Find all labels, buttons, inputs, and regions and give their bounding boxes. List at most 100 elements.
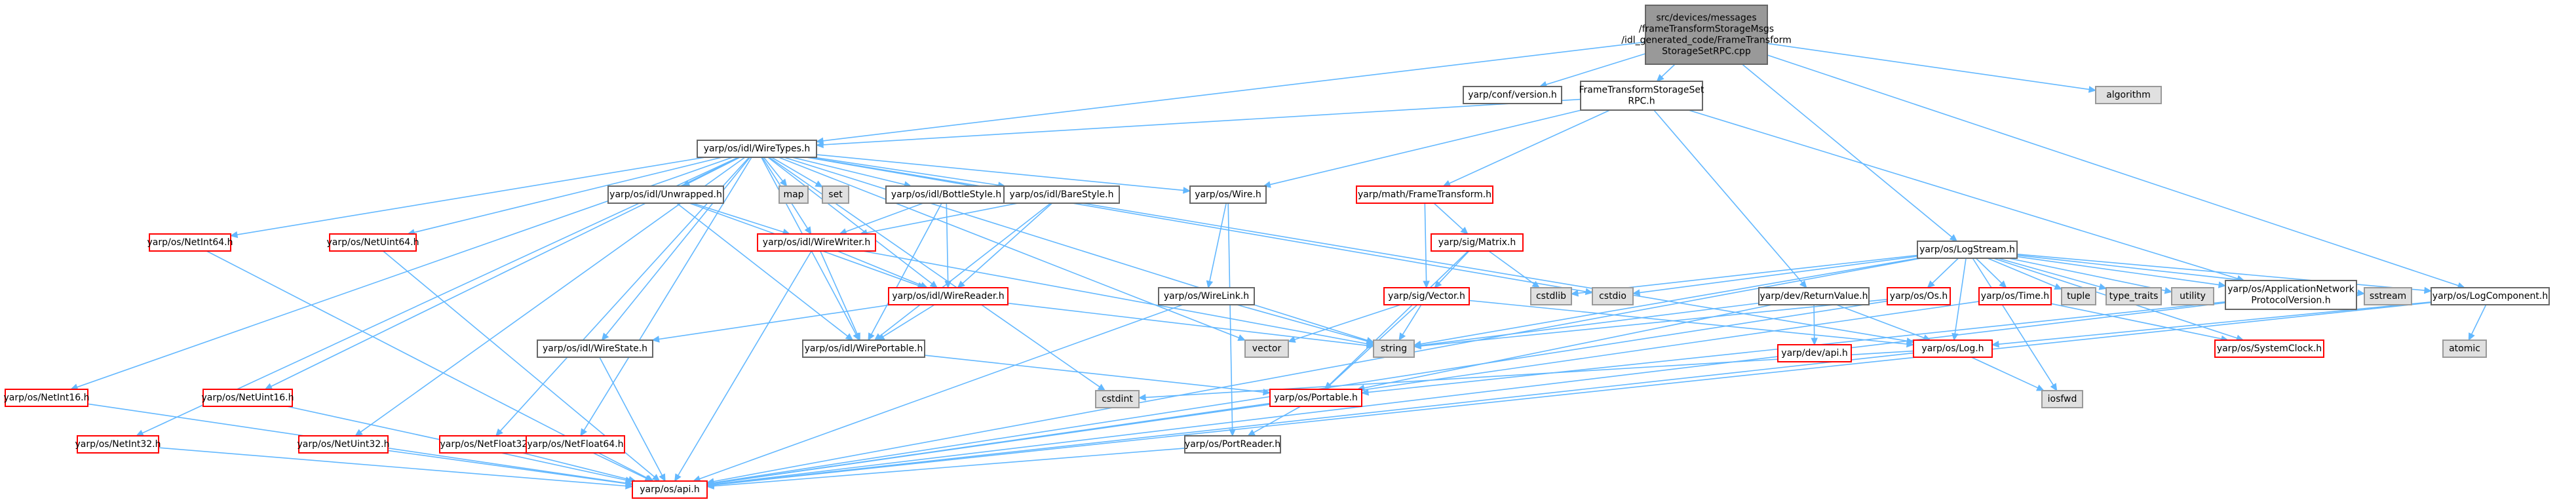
edge-arrowhead [1632, 289, 1641, 296]
node-box [2041, 390, 2083, 408]
node-box [1777, 344, 1852, 362]
edge-line [1653, 109, 1803, 283]
node-wirewriter[interactable]: yarp/os/idl/WireWriter.h [757, 233, 876, 252]
edge-root-to-ftsrpc_h [1656, 64, 1676, 82]
node-label: yarp/os/NetInt32.h [75, 439, 161, 450]
node-label: yarp/os/idl/BottleStyle.h [891, 189, 1001, 200]
edge-line [924, 355, 1264, 393]
node-box [757, 233, 876, 252]
node-os-api[interactable]: yarp/os/api.h [632, 480, 708, 499]
node-wireportable[interactable]: yarp/os/idl/WirePortable.h [802, 339, 925, 358]
node-os-log[interactable]: yarp/os/Log.h [1913, 339, 1993, 358]
node-box [888, 287, 1009, 305]
node-os-os[interactable]: yarp/os/Os.h [1887, 287, 1951, 305]
node-box [202, 389, 293, 407]
edge-line [1420, 302, 1759, 346]
node-box [2171, 287, 2214, 305]
node-string: string [1373, 339, 1415, 358]
node-label: yarp/os/idl/BareStyle.h [1010, 189, 1114, 200]
edge-logstream-to-os_log [1951, 258, 1967, 341]
node-label: algorithm [2106, 90, 2151, 100]
edge-arrowhead [1360, 389, 1369, 396]
node-frametransform[interactable]: yarp/math/FrameTransform.h [1356, 185, 1493, 204]
node-box [822, 185, 849, 204]
node-box [1887, 287, 1951, 305]
edge-line [2016, 256, 2220, 286]
node-box [885, 185, 1007, 204]
node-matrix[interactable]: yarp/sig/Matrix.h [1431, 233, 1524, 252]
edge-line [1742, 64, 1953, 238]
edge-matrix-to-vector [1434, 250, 1470, 288]
node-wirelink[interactable]: yarp/os/WireLink.h [1158, 287, 1255, 305]
edge-line [1546, 53, 1646, 85]
edge-line [1997, 258, 2100, 288]
node-box [1244, 339, 1289, 358]
node-box [632, 480, 708, 499]
node-label: yarp/os/idl/WireTypes.h [704, 144, 810, 154]
node-utility: utility [2171, 287, 2214, 305]
node-unwrapped[interactable]: yarp/os/idl/Unwrapped.h [607, 185, 724, 204]
node-wiretypes[interactable]: yarp/os/idl/WireTypes.h [697, 140, 817, 158]
edge-arrowhead [1366, 338, 1375, 345]
node-box [1095, 390, 1140, 408]
edge-line [599, 357, 663, 476]
node-box [1158, 287, 1255, 305]
node-netfloat64[interactable]: yarp/os/NetFloat64.h [526, 435, 625, 454]
node-label: yarp/os/idl/WirePortable.h [805, 343, 923, 354]
node-netuint32[interactable]: yarp/os/NetUint32.h [297, 435, 390, 454]
edge-root-to-logstream [1742, 64, 1958, 242]
node-sstream: sstream [2364, 287, 2412, 305]
node-netint64[interactable]: yarp/os/NetInt64.h [147, 233, 233, 252]
node-vector[interactable]: yarp/sig/Vector.h [1383, 287, 1470, 305]
node-logcomponent[interactable]: yarp/os/LogComponent.h [2431, 287, 2550, 305]
node-barestyle[interactable]: yarp/os/idl/BareStyle.h [1003, 185, 1120, 204]
edge-line [522, 452, 630, 480]
edge-logstream-to-os_time [1975, 258, 2007, 288]
edge-line [1424, 203, 1427, 282]
node-wire[interactable]: yarp/os/Wire.h [1189, 185, 1267, 204]
node-box [5, 389, 88, 407]
node-os-time[interactable]: yarp/os/Time.h [1978, 287, 2052, 305]
node-wirereader[interactable]: yarp/os/idl/WireReader.h [888, 287, 1009, 305]
edge-line [1932, 258, 1959, 284]
edge-arrowhead [1423, 281, 1430, 289]
edge-line [2050, 303, 2222, 339]
edge-line [1975, 258, 2003, 284]
edge-arrowhead [2098, 283, 2107, 290]
edge-logstream-to-cstdlib [1570, 254, 1918, 297]
node-portable[interactable]: yarp/os/Portable.h [1269, 389, 1362, 407]
node-netuint16[interactable]: yarp/os/NetUint16.h [201, 389, 294, 407]
node-box [1383, 287, 1470, 305]
node-label: yarp/os/Wire.h [1195, 189, 1261, 200]
node-wirestate[interactable]: yarp/os/idl/WireState.h [537, 339, 653, 358]
edge-line [659, 304, 891, 340]
node-box [1592, 287, 1634, 305]
node-netint32[interactable]: yarp/os/NetInt32.h [75, 435, 161, 454]
node-conf-version[interactable]: yarp/conf/version.h [1463, 86, 1562, 104]
edge-line [1364, 304, 1773, 389]
node-logstream[interactable]: yarp/os/LogStream.h [1917, 241, 2018, 259]
node-returnvalue[interactable]: yarp/dev/ReturnValue.h [1758, 287, 1870, 305]
node-netuint64[interactable]: yarp/os/NetUint64.h [326, 233, 419, 252]
node-label: yarp/os/NetInt16.h [3, 393, 89, 403]
node-label: sstream [2370, 291, 2406, 301]
node-netfloat32[interactable]: yarp/os/NetFloat32.h [439, 435, 537, 454]
node-box [1431, 233, 1524, 252]
node-box [1758, 287, 1870, 305]
node-label: yarp/dev/api.h [1781, 348, 1847, 359]
node-appnetver[interactable]: yarp/os/ApplicationNetworkProtocolVersio… [2225, 280, 2357, 310]
edge-arrowhead [845, 333, 854, 341]
edge-line [1688, 109, 2238, 279]
node-bottlestyle[interactable]: yarp/os/idl/BottleStyle.h [885, 185, 1007, 204]
edge-arrowhead [2036, 384, 2045, 391]
node-netint16[interactable]: yarp/os/NetInt16.h [3, 389, 90, 407]
node-portreader[interactable]: yarp/os/PortReader.h [1184, 435, 1281, 454]
node-dev-api[interactable]: yarp/dev/api.h [1777, 344, 1852, 362]
node-box [329, 233, 417, 252]
node-box [1269, 389, 1362, 407]
edge-line [713, 258, 1921, 482]
edge-line [1577, 254, 1918, 294]
node-systemclock[interactable]: yarp/os/SystemClock.h [2214, 339, 2324, 358]
edge-arrowhead [674, 473, 682, 482]
